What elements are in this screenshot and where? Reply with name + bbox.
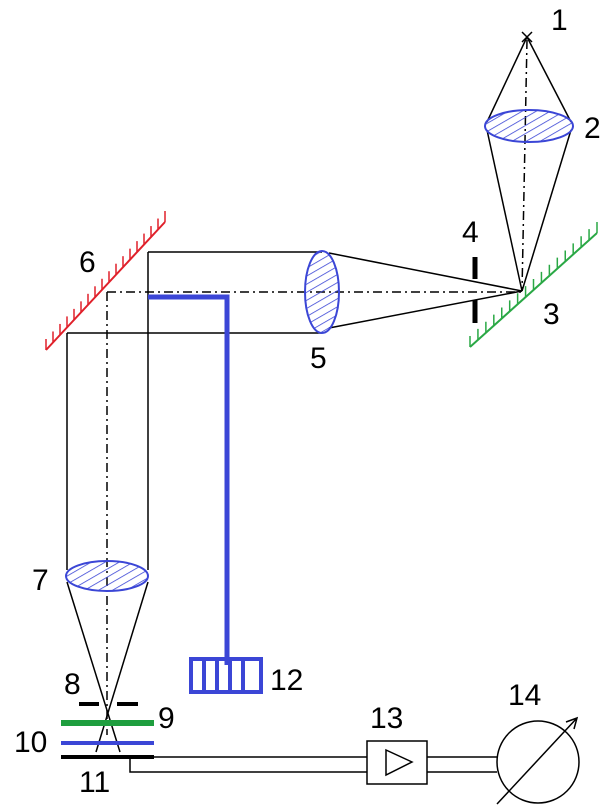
meter-14	[496, 716, 580, 805]
upper-cone	[486, 36, 572, 292]
label-6: 6	[79, 246, 96, 279]
label-4: 4	[462, 216, 479, 249]
mirror-6-hatching	[45, 211, 166, 350]
label-7: 7	[32, 564, 49, 597]
lens-7	[65, 560, 149, 592]
mirror-3-hatching	[469, 222, 598, 347]
receiver-12	[189, 657, 263, 694]
label-3: 3	[543, 298, 560, 331]
label-8: 8	[64, 668, 81, 701]
label-11: 11	[79, 766, 110, 799]
amplifier-13	[366, 740, 428, 785]
label-9: 9	[158, 702, 175, 735]
label-10: 10	[14, 726, 47, 759]
mirror-6	[45, 221, 166, 351]
label-14: 14	[508, 679, 541, 712]
label-12: 12	[270, 664, 303, 697]
lens-2	[484, 109, 574, 143]
horizontal-beam	[66, 251, 523, 735]
signal-cable	[129, 756, 497, 773]
label-1: 1	[551, 4, 568, 37]
lens-5	[304, 250, 340, 334]
label-13: 13	[370, 702, 403, 735]
fiber-light-guide	[148, 294, 230, 665]
label-2: 2	[584, 112, 601, 145]
label-5: 5	[310, 342, 327, 375]
